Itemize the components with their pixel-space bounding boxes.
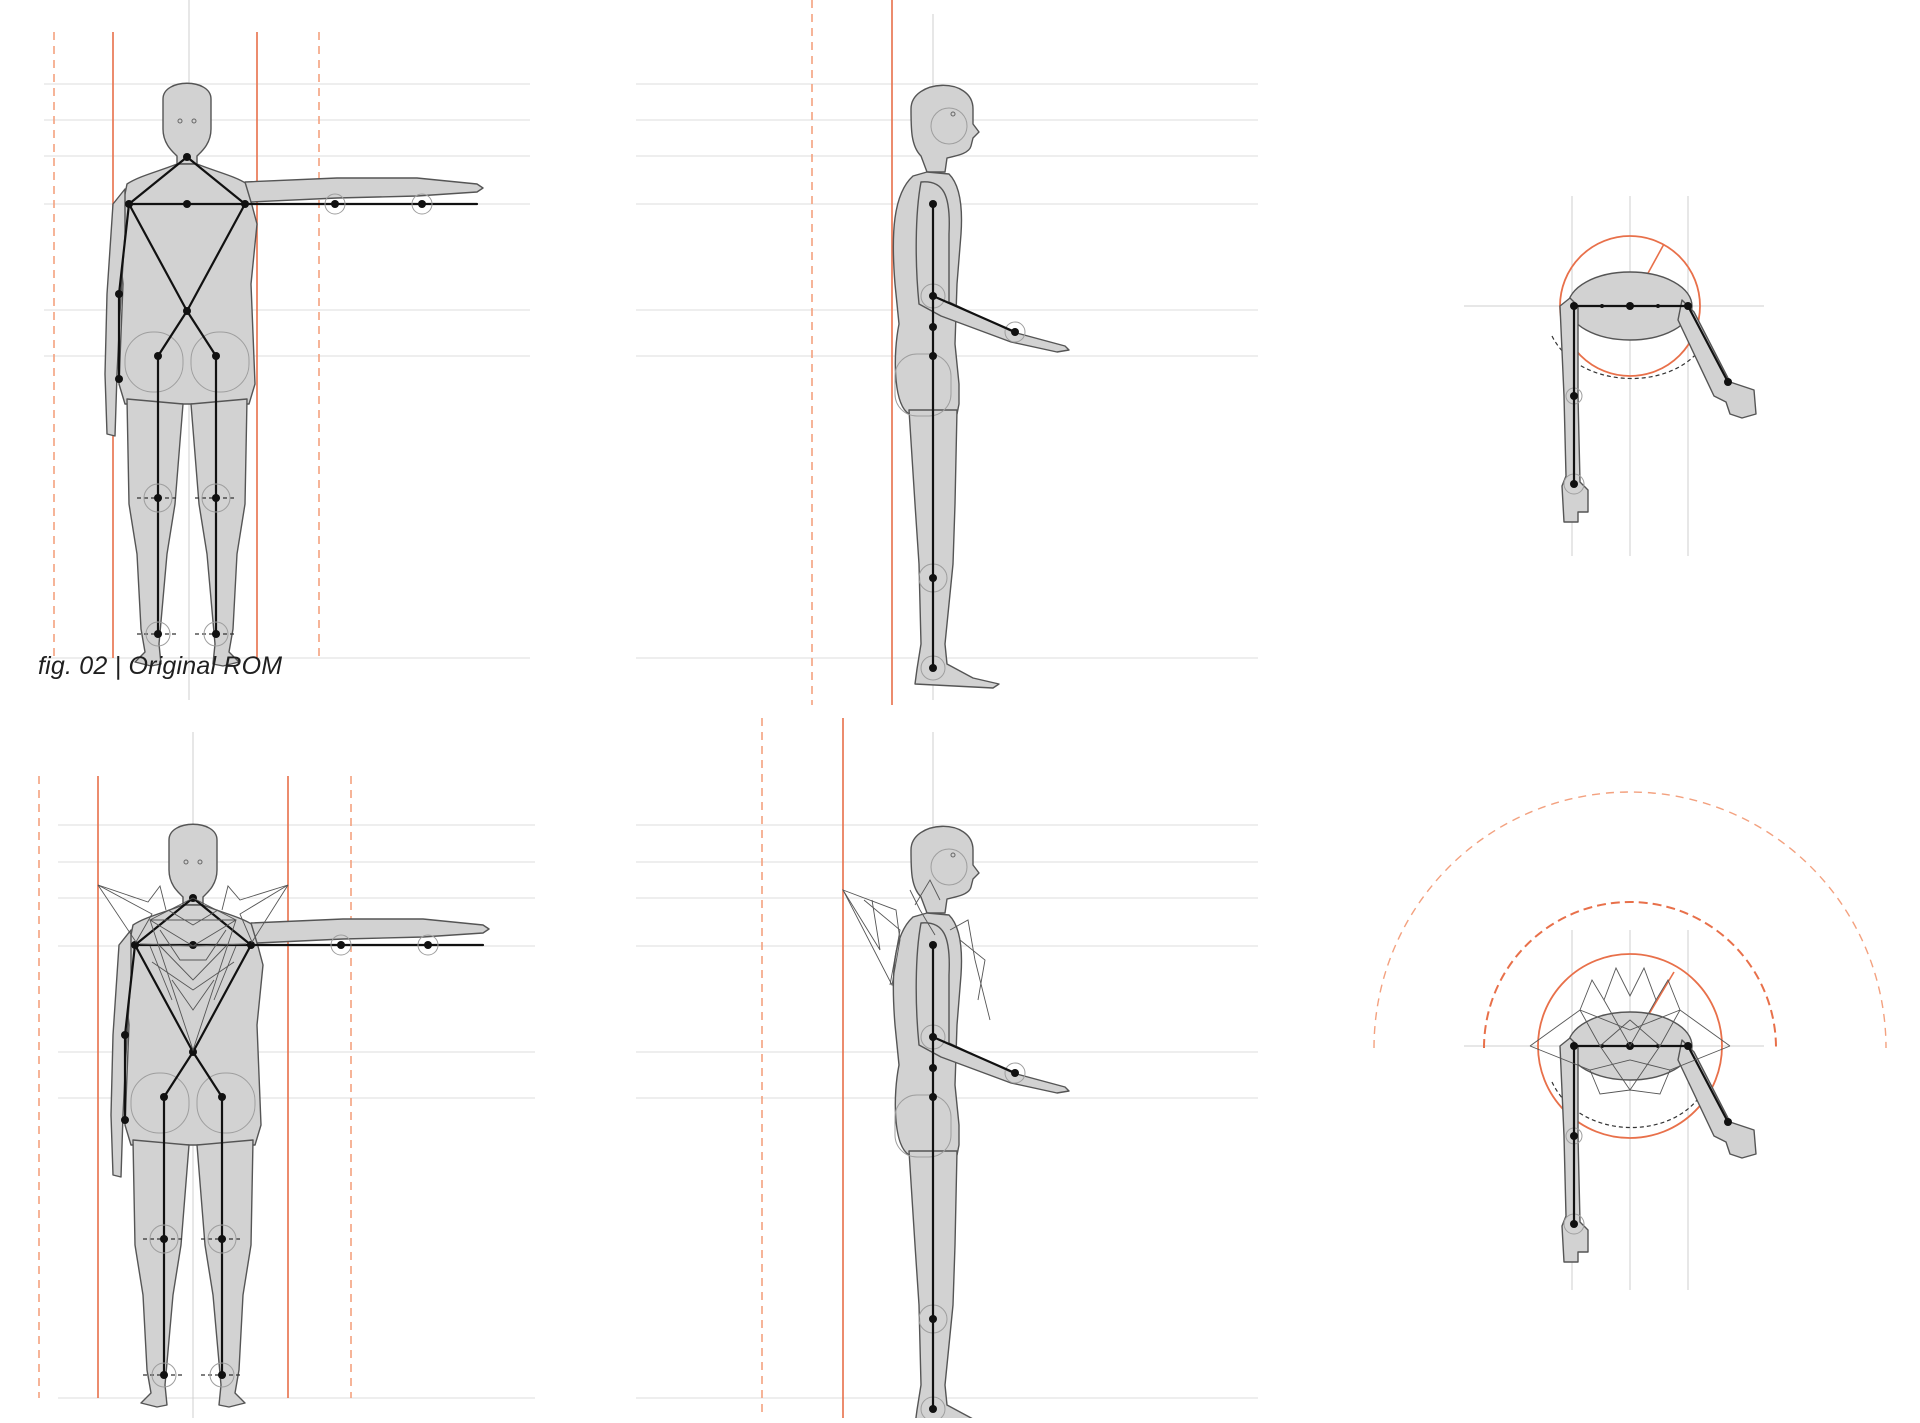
side-figure-augmented (892, 825, 1071, 1423)
panel-top-augmented (1373, 791, 1887, 1290)
exoskeleton-wireframe-side (842, 879, 991, 1021)
exoskeleton-wireframe (97, 884, 289, 1052)
side-figure (892, 84, 1071, 690)
panel-side-augmented (636, 718, 1258, 1423)
panel-front-original (44, 0, 530, 700)
figure-caption: fig. 02 | Original ROM (38, 652, 283, 680)
front-figure (103, 82, 485, 668)
front-figure-augmented (109, 823, 491, 1409)
panel-top-original (1464, 196, 1764, 556)
rom-arc-outer (1373, 791, 1887, 1049)
rom-arc-middle (1483, 901, 1777, 1049)
panel-front-augmented (38, 732, 535, 1418)
top-figure (1558, 270, 1758, 524)
rom-circle (1537, 953, 1723, 1139)
panel-side-original (636, 0, 1258, 705)
exoskeleton-wireframe-top (1529, 966, 1731, 1095)
